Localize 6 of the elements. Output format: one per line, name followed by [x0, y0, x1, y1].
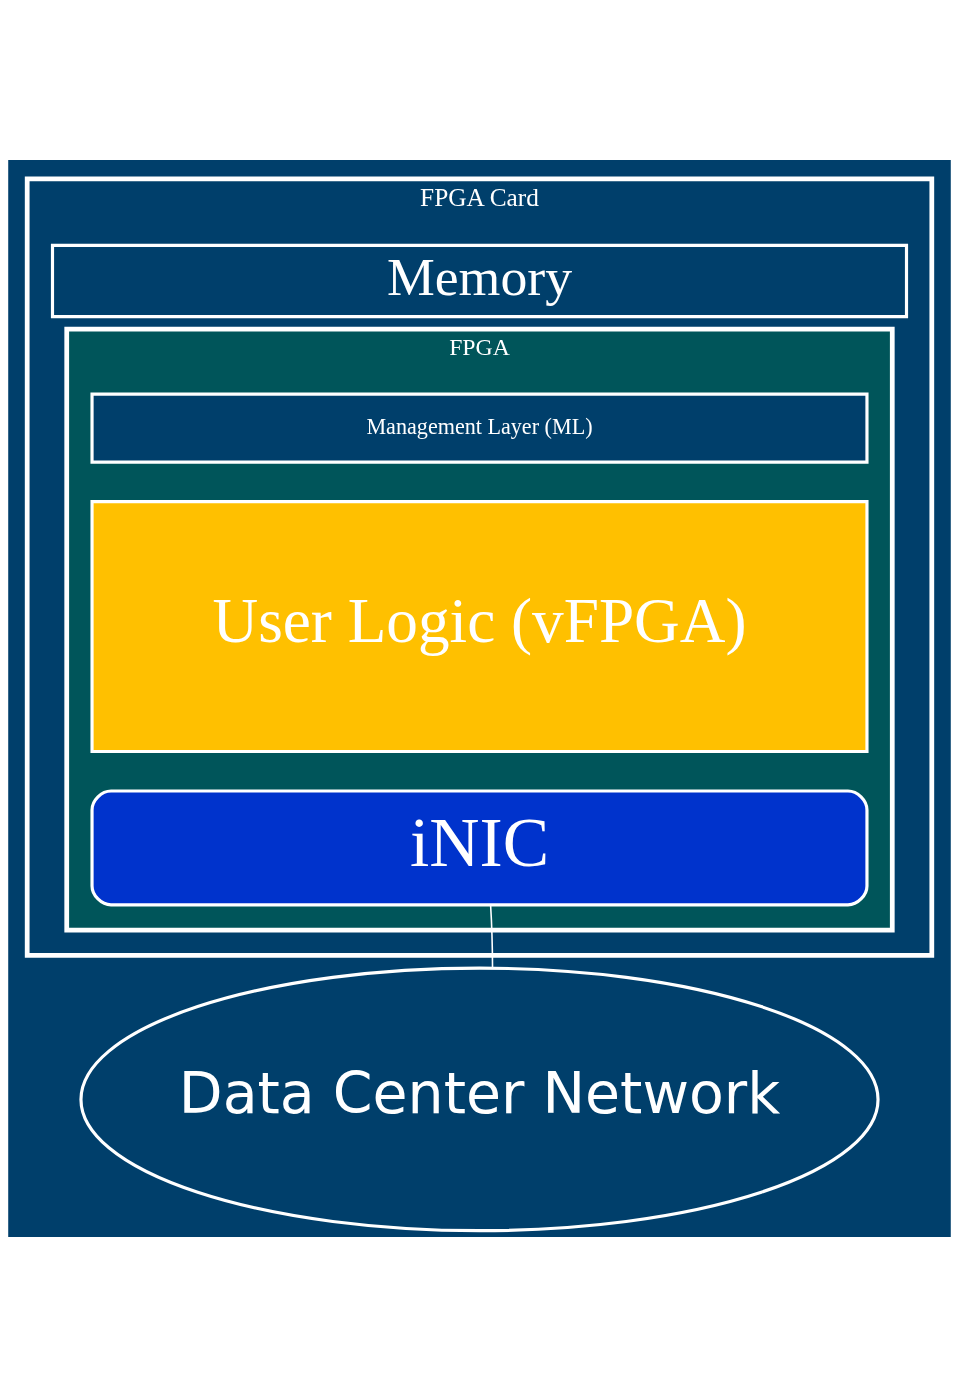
node-box: User Logic (vFPGA): [90, 500, 869, 754]
node-box: Management Layer (ML): [90, 392, 869, 464]
node-box: Memory: [50, 243, 909, 319]
node-ellipse: Data Center Network: [79, 966, 880, 1233]
node-box: iNIC: [90, 789, 869, 907]
connector: [489, 904, 494, 969]
